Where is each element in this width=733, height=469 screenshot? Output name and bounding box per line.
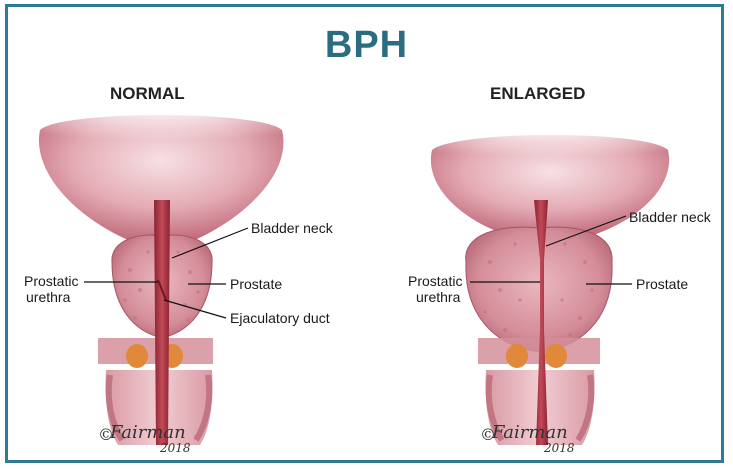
bladder-top-fade-normal: [30, 105, 292, 150]
bulbourethral-gland-left-normal: [126, 344, 148, 368]
bladder-top-fade-enlarged: [420, 125, 680, 165]
copyright-mark-enlarged: ©: [480, 425, 496, 444]
bulbourethral-gland-left-enlarged: [506, 344, 528, 368]
urethra-normal: [154, 200, 170, 445]
enlarged-illustration: Fairman © 2018 Bladder neck Prostatic ur…: [408, 125, 712, 455]
label-urethra-normal: urethra: [26, 289, 71, 305]
bulbourethral-gland-right-enlarged: [545, 344, 567, 368]
label-urethra-enlarged: urethra: [416, 289, 461, 305]
label-prostatic-normal: Prostatic: [24, 273, 78, 289]
label-ejaculatory-duct-normal: Ejaculatory duct: [230, 310, 330, 326]
normal-illustration: Fairman © 2018 Bladder neck Prostatic ur…: [24, 105, 334, 455]
signature-year-normal: 2018: [159, 441, 191, 455]
label-prostate-enlarged: Prostate: [636, 276, 688, 292]
label-prostate-normal: Prostate: [230, 276, 282, 292]
label-bladder-neck-enlarged: Bladder neck: [629, 209, 712, 225]
artist-signature-enlarged: Fairman: [491, 422, 568, 443]
copyright-mark-normal: ©: [98, 425, 114, 444]
label-bladder-neck-normal: Bladder neck: [251, 220, 334, 236]
heading-enlarged: ENLARGED: [490, 84, 585, 104]
heading-normal: NORMAL: [110, 84, 185, 104]
signature-year-enlarged: 2018: [543, 441, 575, 455]
label-prostatic-enlarged: Prostatic: [408, 273, 462, 289]
artist-signature-normal: Fairman: [109, 422, 186, 443]
